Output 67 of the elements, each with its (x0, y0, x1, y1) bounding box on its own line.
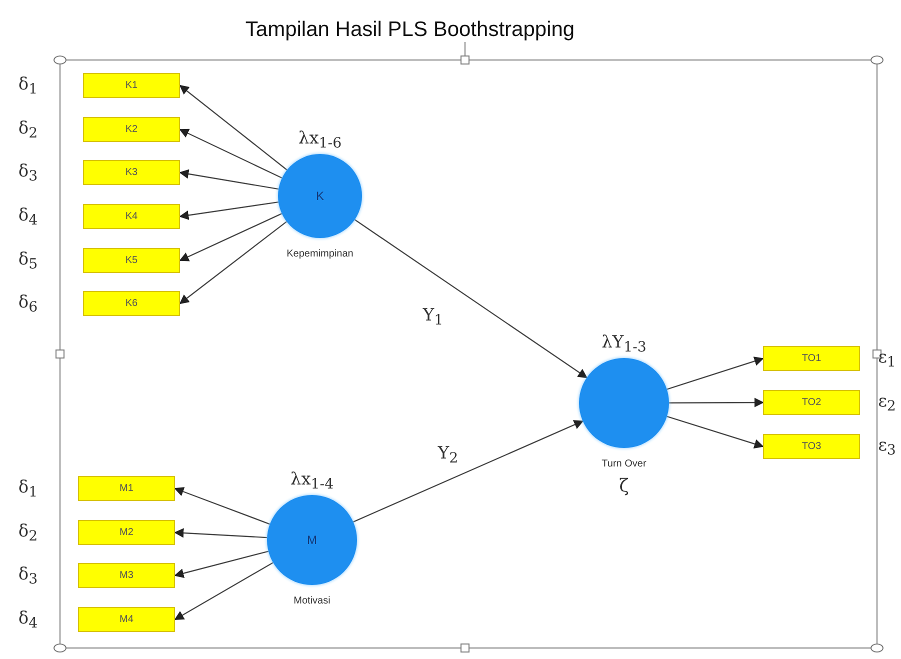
diagram-title: Tampilan Hasil PLS Boothstrapping (244, 18, 576, 42)
error-label: δ$_{2}$ (18, 520, 38, 544)
arrow (352, 420, 584, 522)
indicator-box (83, 204, 180, 229)
node-label: K6 (125, 298, 138, 309)
error-label: δ$_{3}$ (18, 564, 38, 588)
latent-variable-circle (278, 154, 362, 238)
latent-variable-circle (267, 495, 357, 585)
arrow (174, 550, 269, 578)
indicator-box (763, 346, 860, 371)
arrow (179, 202, 279, 220)
latent-variable-circle (579, 358, 669, 448)
indicator-box (83, 73, 180, 98)
error-label: δ$_{1}$ (18, 476, 38, 500)
error-label: ε$_{3}$ (878, 434, 896, 458)
node-label: M3 (120, 570, 134, 581)
indicator-box (83, 117, 180, 142)
arrow (179, 169, 279, 190)
node-label: TO3 (802, 441, 822, 452)
node-label: K2 (125, 124, 138, 135)
node-label: K5 (125, 255, 138, 266)
node-label: M (307, 533, 317, 547)
indicator-box (78, 563, 175, 588)
arrow (179, 221, 288, 304)
arrow (174, 528, 268, 538)
arrow (179, 213, 282, 262)
node-label: M1 (120, 483, 134, 494)
loading-label: λx$_{1-6}$ (298, 128, 342, 152)
arrow (666, 416, 764, 448)
loading-label: λx$_{1-4}$ (290, 469, 334, 493)
indicator-box (78, 607, 175, 632)
node-label: M4 (120, 614, 134, 625)
error-label: δ$_{1}$ (18, 74, 38, 98)
arrow (354, 219, 588, 378)
indicator-box (763, 434, 860, 459)
construct-name: Turn Over (602, 458, 646, 470)
error-label: δ$_{3}$ (18, 160, 38, 184)
node-label: TO1 (802, 353, 822, 364)
arrow (174, 562, 274, 620)
node-label: TO2 (802, 397, 822, 408)
error-label: δ$_{4}$ (18, 204, 38, 228)
construct-name: Kepemimpinan (286, 248, 354, 260)
indicator-box (83, 291, 180, 316)
error-label: δ$_{2}$ (18, 118, 38, 142)
indicator-box (763, 390, 860, 415)
indicator-box (83, 160, 180, 185)
arrow (666, 356, 764, 390)
indicator-box (78, 476, 175, 501)
node-label: K4 (125, 211, 138, 222)
arrow (179, 128, 282, 179)
node-label: K1 (125, 80, 138, 91)
loading-label: λY$_{1-3}$ (602, 332, 646, 356)
error-label: δ$_{5}$ (18, 248, 38, 272)
error-label: δ$_{6}$ (18, 292, 38, 316)
indicator-box (83, 248, 180, 273)
error-label: δ$_{4}$ (18, 608, 38, 632)
arrow (174, 487, 270, 525)
node-label: M2 (120, 527, 134, 538)
error-label: ε$_{2}$ (878, 390, 896, 414)
node-label: K (316, 189, 324, 203)
node-label: K3 (125, 167, 138, 178)
indicator-box (78, 520, 175, 545)
error-label: ε$_{1}$ (878, 346, 896, 370)
construct-name: Motivasi (294, 596, 330, 606)
arrow (669, 398, 764, 408)
arrow (179, 84, 288, 170)
error-label: ζ (619, 476, 629, 496)
